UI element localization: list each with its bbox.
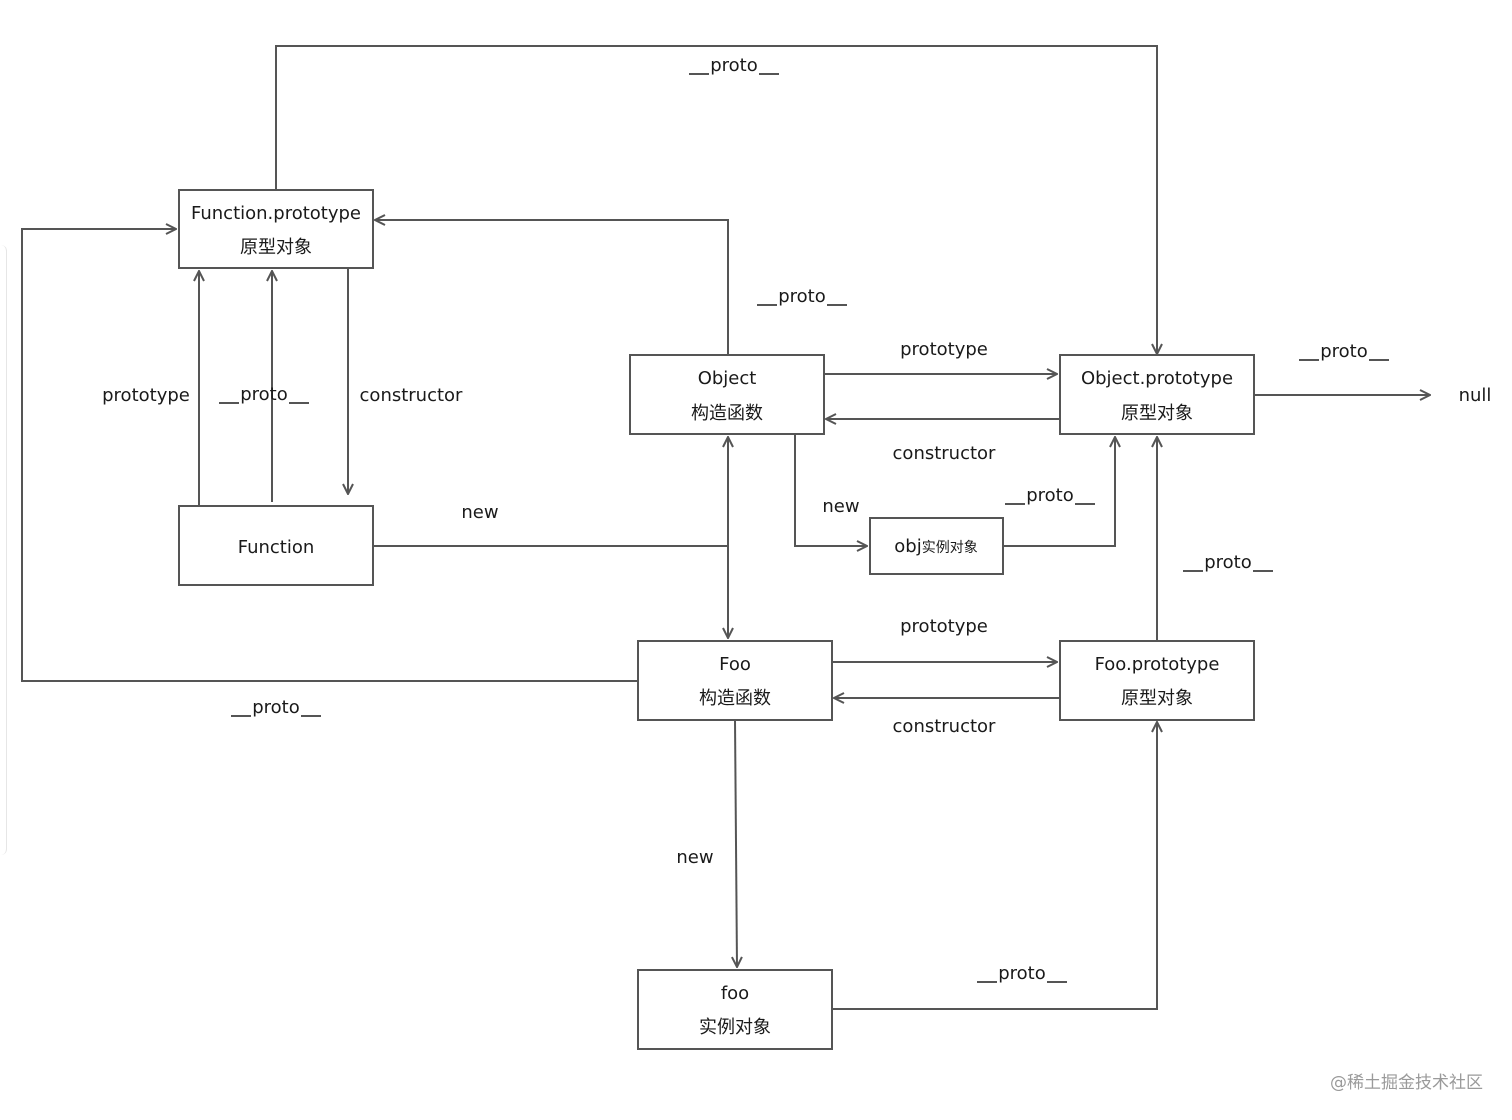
label-fooproto-proto-text: proto bbox=[1204, 552, 1252, 573]
label-objproto-null: proto bbox=[1299, 341, 1389, 362]
node-obj-instance-label: obj实例对象 bbox=[894, 536, 977, 557]
label-top-proto: proto bbox=[689, 55, 779, 76]
label-obj-proto: proto bbox=[1005, 485, 1095, 506]
label-foo-proto-left-text: proto bbox=[252, 697, 300, 718]
label-fooinstance-proto: proto bbox=[977, 963, 1067, 984]
node-obj-instance-suffix: 实例对象 bbox=[922, 540, 978, 556]
node-object-prototype-title: Object.prototype bbox=[1081, 368, 1233, 389]
label-objproto-null-text: proto bbox=[1320, 341, 1368, 362]
node-function-prototype-title: Function.prototype bbox=[191, 203, 361, 224]
node-object-prototype: Object.prototype 原型对象 bbox=[1059, 354, 1255, 435]
label-foo-proto-left: proto bbox=[231, 697, 321, 718]
label-fooinstance-proto-text: proto bbox=[998, 963, 1046, 984]
node-object: Object 构造函数 bbox=[629, 354, 825, 435]
label-foo-constructor-link: constructor bbox=[893, 716, 997, 737]
edge-foo-proto-left bbox=[21, 229, 637, 682]
node-object-subtitle: 构造函数 bbox=[691, 403, 763, 424]
node-function: Function bbox=[178, 505, 374, 586]
node-foo-prototype-title: Foo.prototype bbox=[1095, 654, 1220, 675]
label-fn-constructor: constructor bbox=[360, 385, 464, 406]
label-fn-proto-text: proto bbox=[240, 384, 288, 405]
label-object-new: new bbox=[822, 496, 859, 517]
edge-fooinstance-proto bbox=[832, 722, 1157, 1010]
label-object-constructor-link: constructor bbox=[893, 443, 997, 464]
edge-object-new-obj bbox=[794, 434, 867, 546]
node-function-title: Function bbox=[238, 537, 315, 558]
node-foo-instance: foo 实例对象 bbox=[637, 969, 833, 1050]
label-fn-prototype: prototype bbox=[102, 385, 190, 406]
label-fooproto-proto: proto bbox=[1183, 552, 1273, 573]
label-object-prototype-link: prototype bbox=[900, 339, 988, 360]
node-foo-title: Foo bbox=[719, 654, 751, 675]
label-object-to-fnproto: proto bbox=[757, 286, 847, 307]
node-foo-subtitle: 构造函数 bbox=[699, 688, 771, 709]
edge-fnproto-to-objproto bbox=[275, 45, 1157, 354]
label-foo-prototype-link: prototype bbox=[900, 616, 988, 637]
label-fn-proto: proto bbox=[219, 384, 309, 405]
node-foo: Foo 构造函数 bbox=[637, 640, 833, 721]
node-foo-prototype-subtitle: 原型对象 bbox=[1121, 688, 1193, 709]
label-object-to-fnproto-text: proto bbox=[778, 286, 826, 307]
null-label: null bbox=[1459, 385, 1492, 406]
node-object-title: Object bbox=[698, 368, 757, 389]
left-edge-strip bbox=[0, 245, 7, 855]
node-foo-instance-subtitle: 实例对象 bbox=[699, 1017, 771, 1038]
label-foo-new: new bbox=[676, 847, 713, 868]
edge-obj-proto bbox=[1003, 437, 1115, 547]
node-foo-prototype: Foo.prototype 原型对象 bbox=[1059, 640, 1255, 721]
node-object-prototype-subtitle: 原型对象 bbox=[1121, 403, 1193, 424]
edge-foo-new bbox=[735, 719, 737, 967]
watermark: @稀土掘金技术社区 bbox=[1330, 1073, 1483, 1093]
node-obj-instance-name: obj bbox=[894, 536, 921, 557]
edge-object-to-fnproto bbox=[375, 220, 729, 355]
node-function-prototype: Function.prototype 原型对象 bbox=[178, 189, 374, 269]
label-function-new: new bbox=[461, 502, 498, 523]
node-function-prototype-subtitle: 原型对象 bbox=[240, 237, 312, 258]
node-obj-instance: obj实例对象 bbox=[869, 517, 1004, 575]
label-top-proto-text: proto bbox=[710, 55, 758, 76]
label-obj-proto-text: proto bbox=[1026, 485, 1074, 506]
node-foo-instance-title: foo bbox=[721, 983, 749, 1004]
